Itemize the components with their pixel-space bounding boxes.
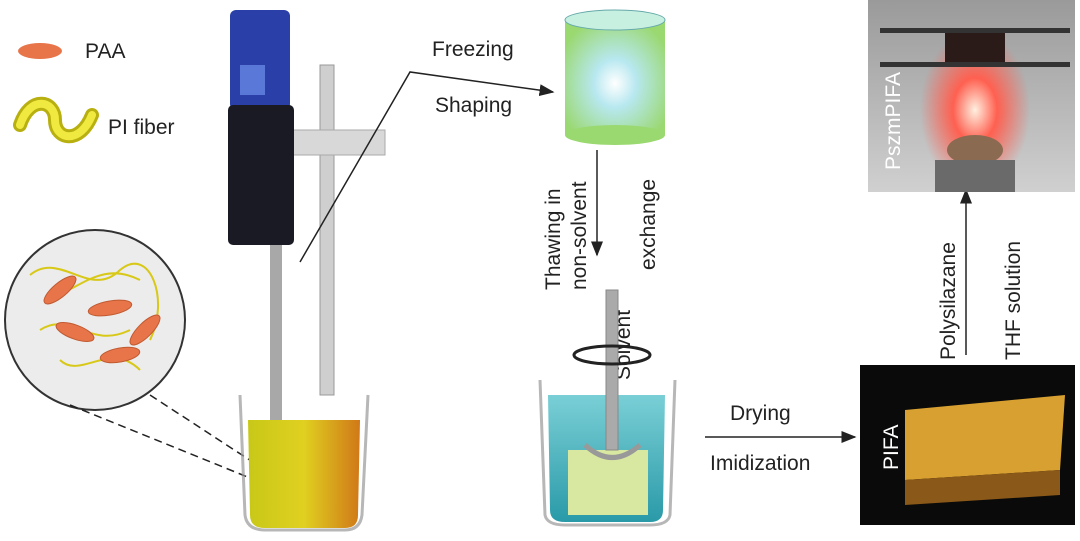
step-imidization: Imidization [710, 452, 810, 475]
pszmpifa-photo: PszmPIFA [868, 0, 1075, 192]
step-shaping: Shaping [435, 94, 512, 117]
beaker-2 [538, 289, 677, 527]
overhead-stirrer [228, 10, 386, 445]
pszmpifa-label: PszmPIFA [882, 72, 905, 170]
step-thf-solution: THF solution [1002, 241, 1025, 360]
magnified-view [4, 229, 266, 481]
step-polysilazane: Polysilazane [937, 242, 960, 360]
step-non-solvent: non-solvent [568, 181, 591, 290]
paa-legend-icon [18, 43, 62, 59]
pi-fiber-legend-label: PI fiber [108, 116, 175, 139]
step-thawing: Thawing in [542, 188, 565, 290]
beaker-1 [238, 394, 370, 532]
frozen-cylinder [564, 9, 666, 145]
pifa-label: PIFA [880, 424, 903, 470]
pifa-photo: PIFA [860, 365, 1075, 525]
step-freezing: Freezing [432, 38, 514, 61]
step-exchange: exchange [637, 179, 660, 270]
step-drying: Drying [730, 402, 791, 425]
paa-legend-label: PAA [85, 40, 125, 63]
